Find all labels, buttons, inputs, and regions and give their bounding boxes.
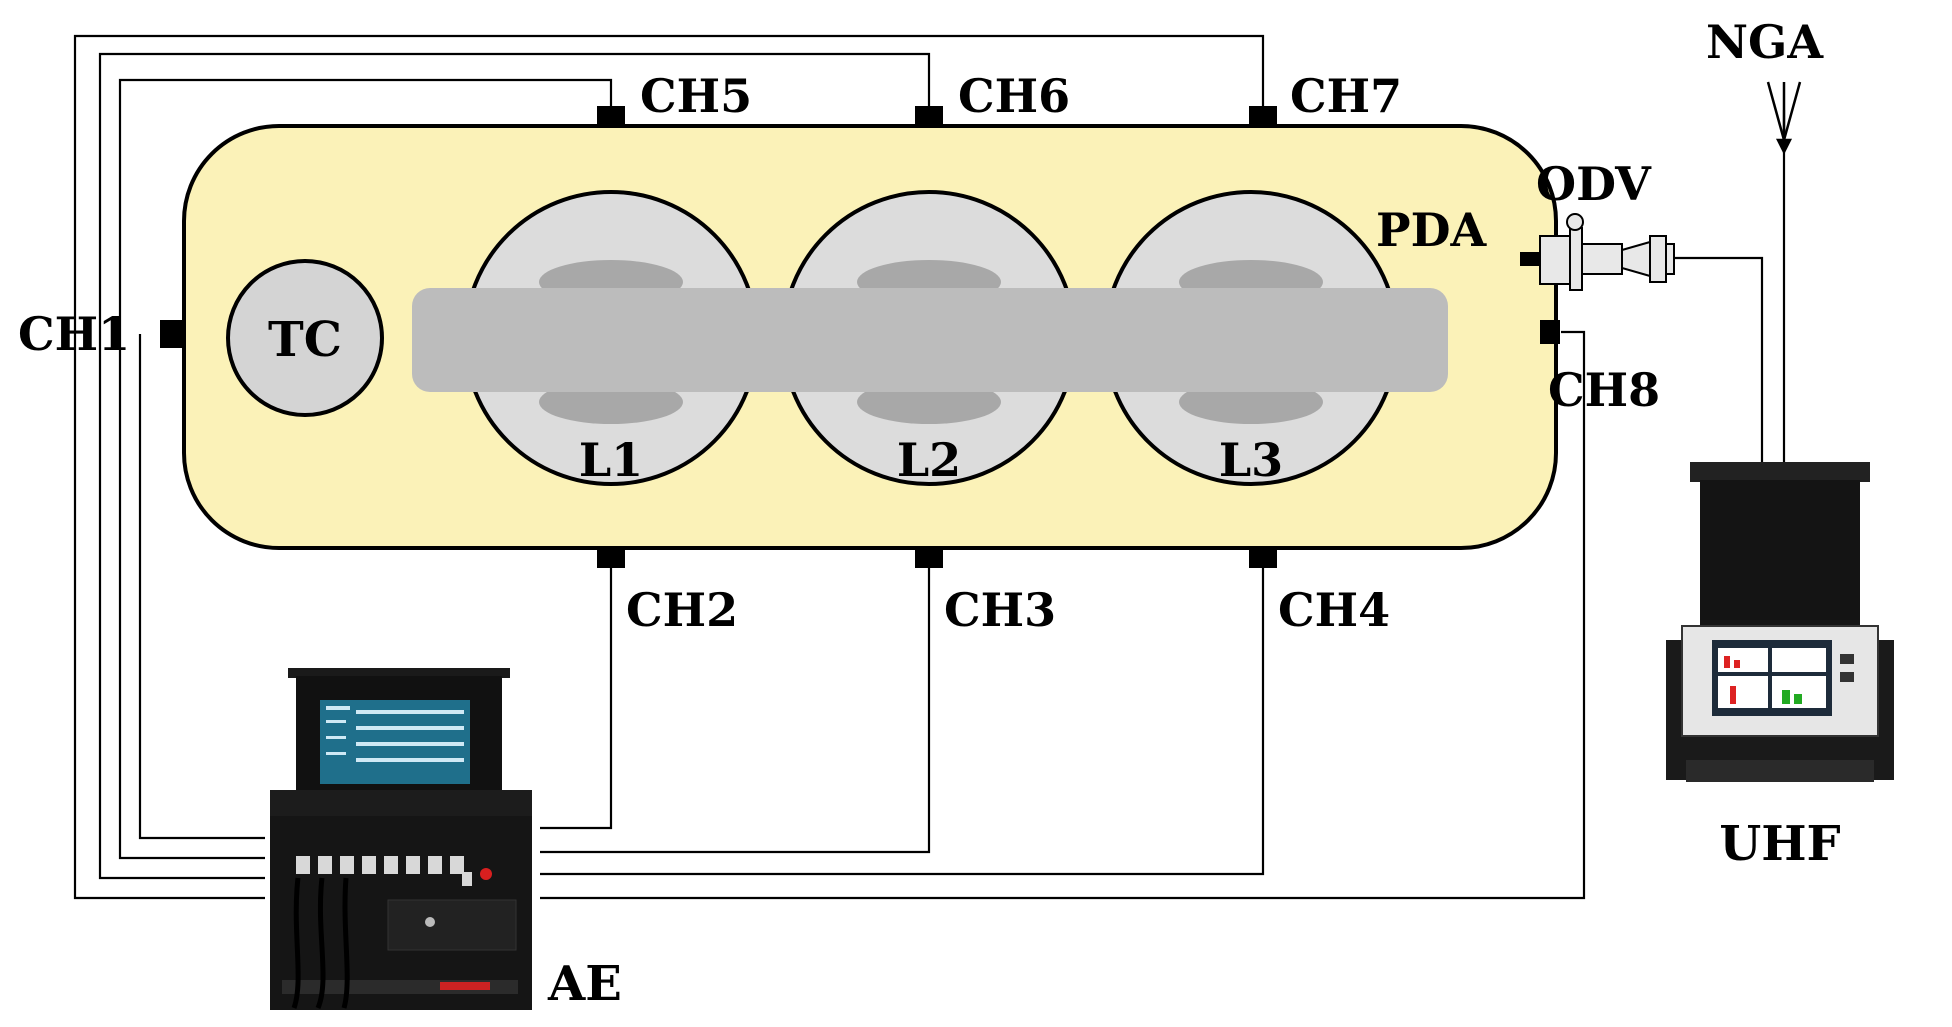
sensor-ch5 xyxy=(597,106,625,128)
label-l1: L1 xyxy=(579,433,643,487)
label-ae: AE xyxy=(547,956,622,1012)
label-tc: TC xyxy=(268,312,342,368)
acoustic-emission-instrument-icon xyxy=(270,668,532,1010)
sensor-ch2 xyxy=(597,548,625,568)
sensor-wiring xyxy=(73,34,1786,900)
sensor-pda xyxy=(1520,252,1540,266)
tap-changer xyxy=(226,259,384,417)
sensor-ch8 xyxy=(1540,320,1560,344)
label-odv: ODV xyxy=(1536,157,1652,211)
label-ch3: CH3 xyxy=(944,583,1056,637)
sensor-ch3 xyxy=(915,548,943,568)
label-ch2: CH2 xyxy=(626,583,738,637)
label-ch8: CH8 xyxy=(1548,363,1660,417)
sensors xyxy=(160,106,1560,568)
labels: CH5 CH6 CH7 CH1 TC L1 L2 L3 PDA ODV CH8 … xyxy=(18,15,1841,1012)
label-ch7: CH7 xyxy=(1290,69,1402,123)
sensor-ch4 xyxy=(1249,548,1277,568)
sensor-ch1 xyxy=(160,320,182,348)
label-l2: L2 xyxy=(897,433,961,487)
label-ch5: CH5 xyxy=(640,69,752,123)
label-pda: PDA xyxy=(1376,203,1487,257)
antenna-icon xyxy=(1766,81,1802,155)
label-ch6: CH6 xyxy=(958,69,1070,123)
uhf-analyzer-case-icon xyxy=(1666,462,1894,782)
label-l3: L3 xyxy=(1219,433,1283,487)
label-ch4: CH4 xyxy=(1278,583,1390,637)
sensor-ch7 xyxy=(1249,106,1277,128)
label-nga: NGA xyxy=(1706,15,1824,69)
label-uhf: UHF xyxy=(1719,816,1840,872)
transformer-core xyxy=(412,288,1448,392)
label-ch1: CH1 xyxy=(18,307,130,361)
drain-valve-icon xyxy=(1539,213,1675,291)
sensor-ch6 xyxy=(915,106,943,128)
